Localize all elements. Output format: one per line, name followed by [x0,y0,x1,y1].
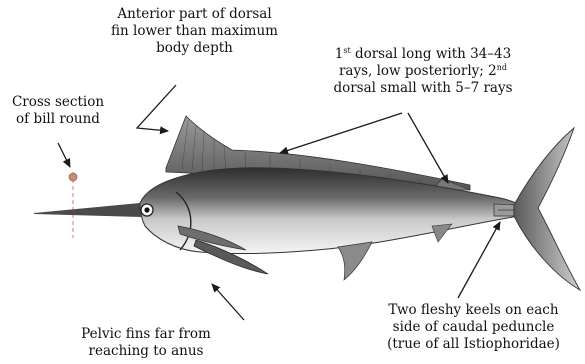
annotation-dorsal-fins: 1st dorsal long with 34–43 rays, low pos… [308,46,538,97]
ordinal-suffix: nd [497,63,507,72]
arrow-dorsal-second [408,113,448,183]
annotation-keels-line-2: side of caudal peduncle [366,319,581,336]
caudal-fin [514,128,580,290]
ordinal-suffix: st [343,46,350,55]
annotation-pelvic-line-2: reaching to anus [62,343,230,360]
annotation-pelvic-fins: Pelvic fins far from reaching to anus [62,326,230,360]
annotation-keels-line-1: Two fleshy keels on each [366,302,581,319]
arrow-cross-section [58,143,70,167]
annotation-cross-section-line-1: Cross section [2,94,114,111]
annotation-anterior-line-2: fin lower than maximum [92,23,297,40]
annotation-anterior-line-1: Anterior part of dorsal [92,6,297,23]
first-anal-fin [338,242,372,280]
annotation-dorsal-line-2-text: rays, low posteriorly; 2 [339,63,497,79]
arrow-keels [458,222,500,298]
annotation-keels-line-3: (true of all Istiophoridae) [366,336,581,353]
arrow-pelvic [212,284,244,320]
annotation-pelvic-line-1: Pelvic fins far from [62,326,230,343]
annotation-dorsal-line-2: rays, low posteriorly; 2nd [308,63,538,80]
annotation-dorsal-line-3: dorsal small with 5–7 rays [308,80,538,97]
arrow-dorsal-first [280,113,402,153]
second-anal-fin [432,224,452,242]
annotation-anterior-dorsal: Anterior part of dorsal fin lower than m… [92,6,297,57]
cross-section-dot [69,173,77,181]
annotation-dorsal-line-1-text: dorsal long with 34–43 [351,46,512,62]
annotation-cross-section-line-2: of bill round [2,111,114,128]
arrow-anterior [137,85,176,131]
annotation-anterior-line-3: body depth [92,40,297,57]
annotation-dorsal-line-1: 1st dorsal long with 34–43 [308,46,538,63]
bill [34,203,142,217]
annotation-cross-section: Cross section of bill round [2,94,114,128]
annotation-caudal-keels: Two fleshy keels on each side of caudal … [366,302,581,353]
